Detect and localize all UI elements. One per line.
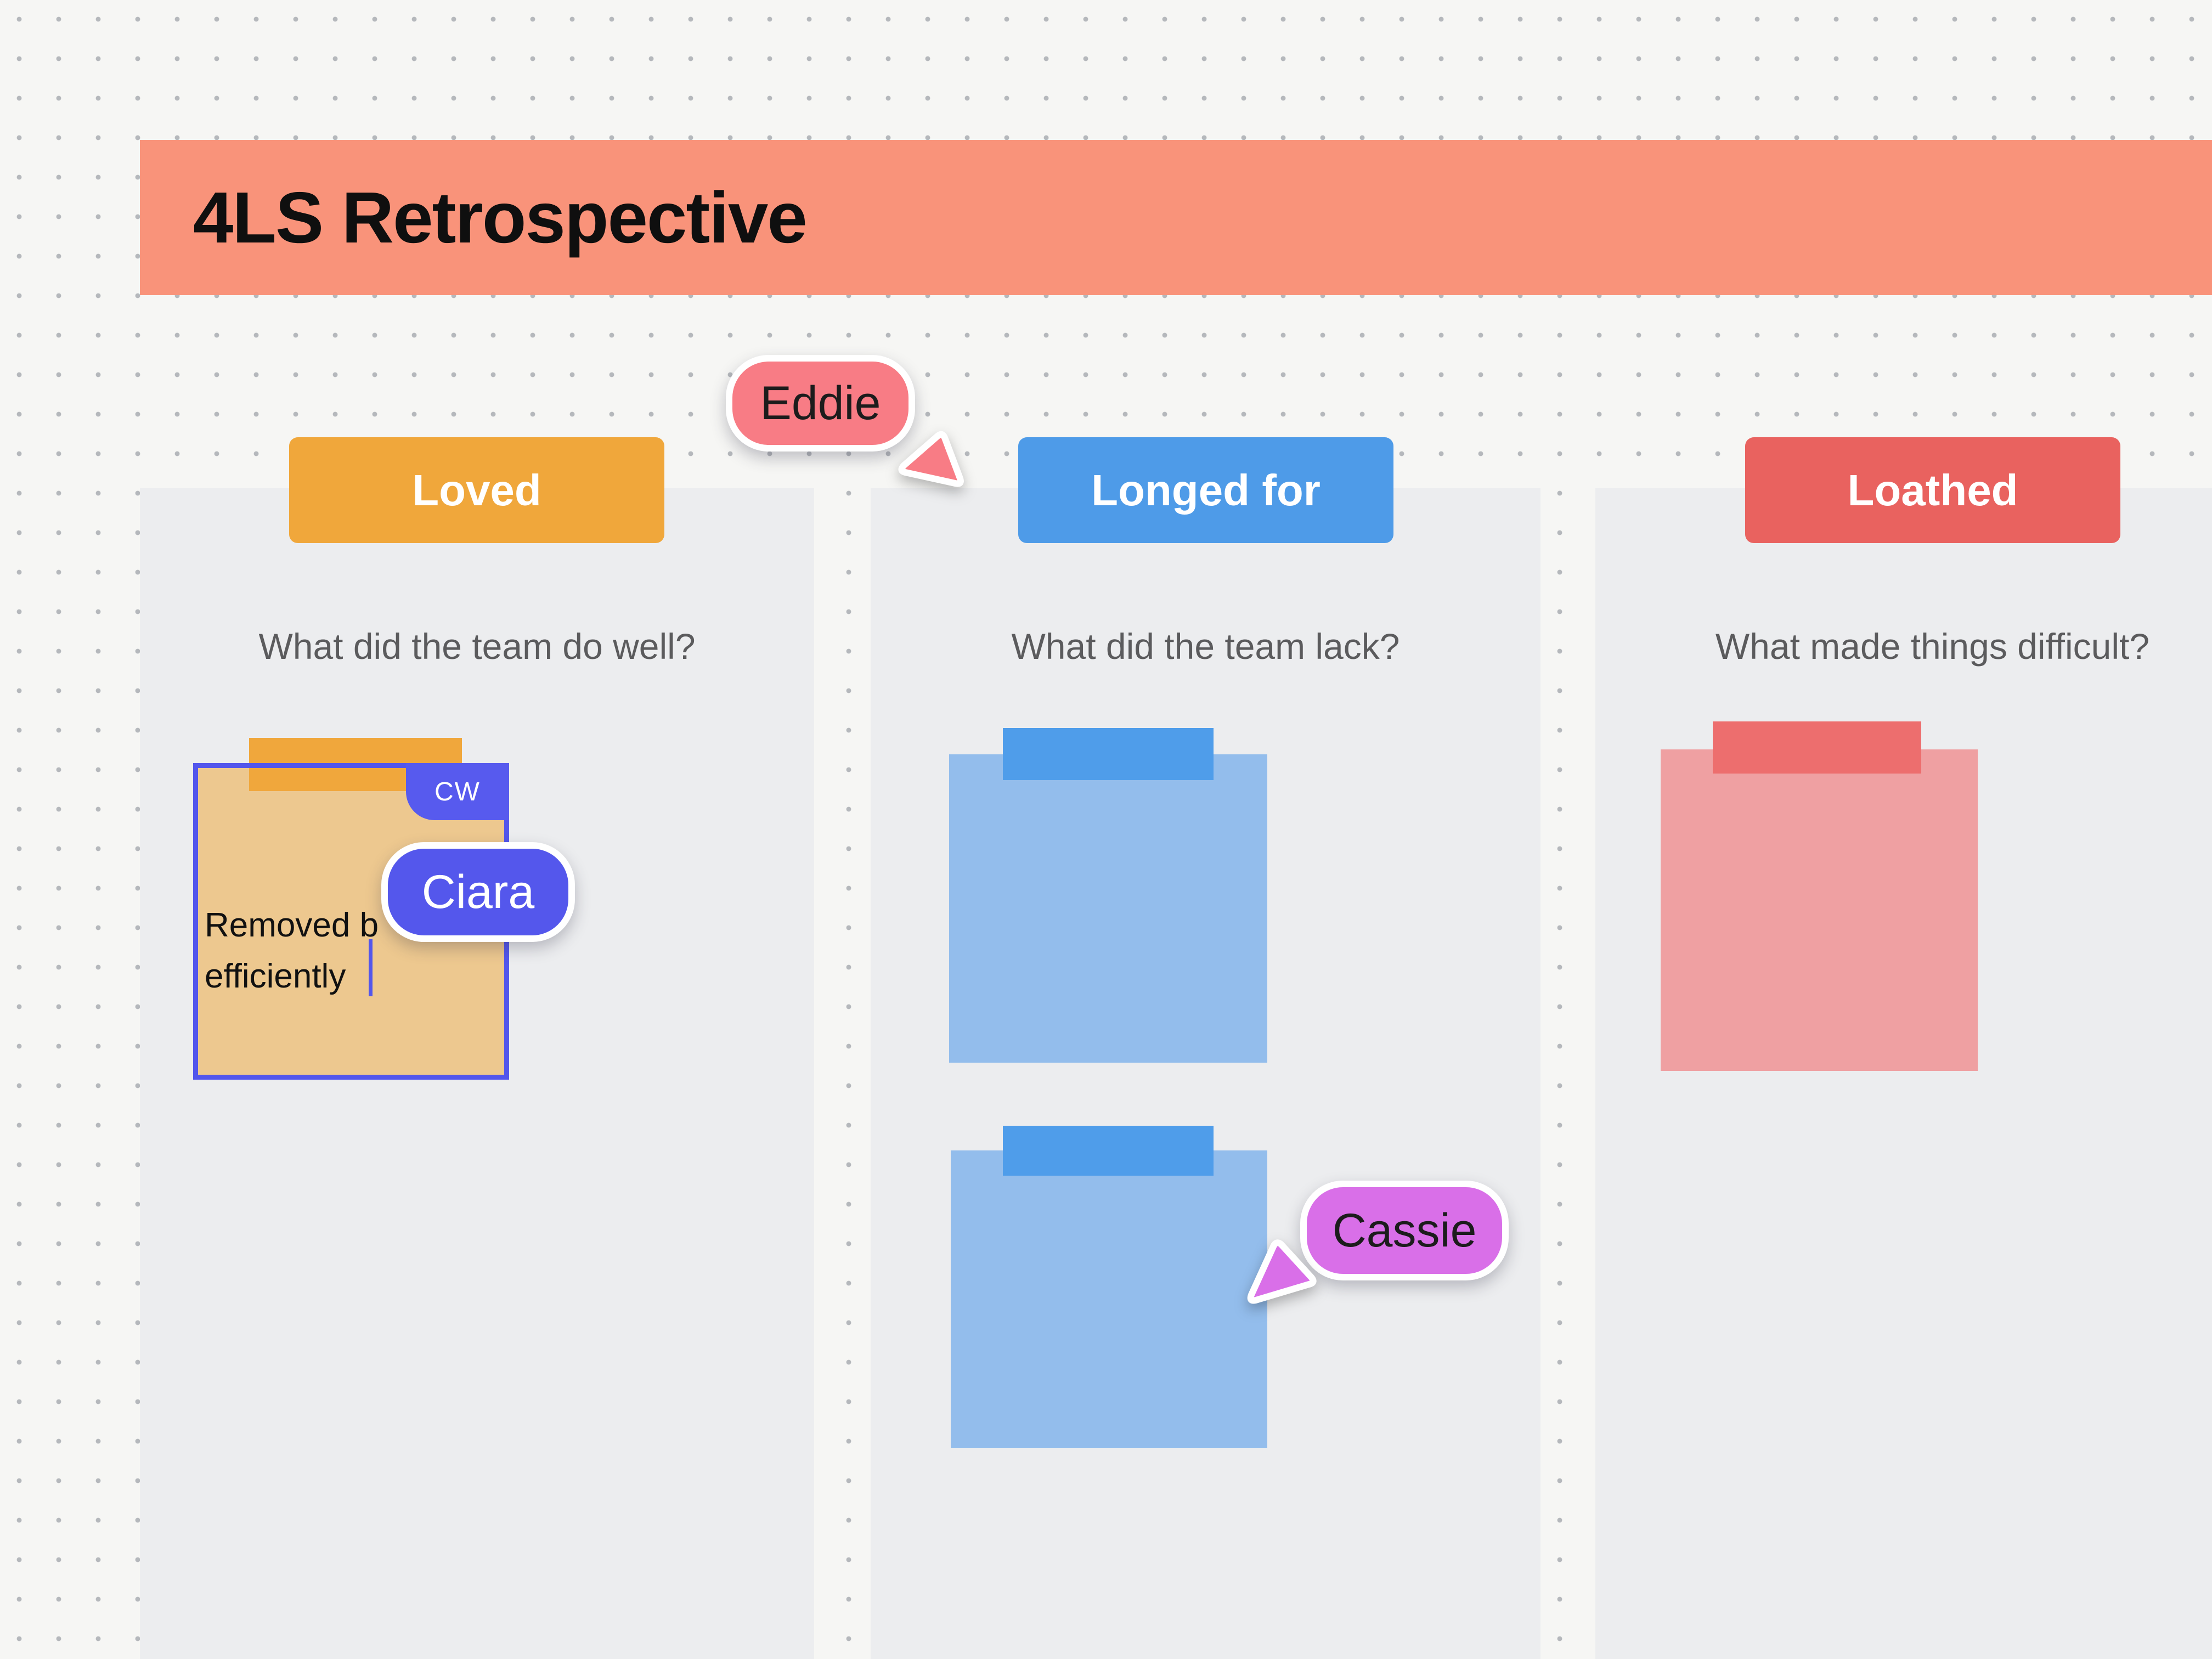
question-text: What did the team do well?	[258, 626, 696, 667]
sticky-note-longed-for-1[interactable]	[949, 754, 1267, 1063]
collaborator-name: Eddie	[760, 376, 881, 430]
column-question-loved[interactable]: What did the team do well?	[140, 625, 814, 675]
text-caret	[369, 939, 373, 996]
column-header-loved[interactable]: Loved	[289, 437, 664, 543]
column-header-longed-for[interactable]: Longed for	[1018, 437, 1393, 543]
sticky-note-tab	[1003, 1126, 1214, 1176]
sticky-note-tab	[1003, 728, 1214, 780]
column-question-longed-for[interactable]: What did the team lack?	[871, 625, 1541, 675]
selection-user-badge: CW	[406, 763, 509, 820]
column-header-loathed[interactable]: Loathed	[1745, 437, 2120, 543]
collaborator-cursor-cassie-icon	[1241, 1234, 1323, 1311]
column-panel-longed-for	[871, 488, 1541, 1659]
note-text-line-2: efficiently	[205, 957, 346, 995]
column-header-label: Longed for	[1091, 465, 1321, 515]
collaborator-tag-ciara: Ciara	[381, 842, 575, 942]
collaborator-tag-eddie: Eddie	[726, 355, 915, 452]
question-text: What did the team lack?	[1011, 626, 1400, 667]
sticky-note-tab	[1713, 721, 1921, 774]
note-text-line-1: Removed b	[205, 906, 379, 944]
collaborator-cursor-eddie-icon	[893, 427, 975, 498]
collaborator-name: Cassie	[1332, 1204, 1477, 1257]
question-text: What made things difficult?	[1715, 626, 2150, 667]
column-header-label: Loathed	[1847, 465, 2018, 515]
sticky-note-longed-for-2[interactable]	[951, 1150, 1267, 1448]
collaborator-name: Ciara	[421, 865, 535, 918]
collaborator-tag-cassie: Cassie	[1300, 1181, 1509, 1280]
sticky-note-loathed[interactable]	[1661, 749, 1978, 1071]
column-header-label: Loved	[412, 465, 541, 515]
column-panel-loathed	[1595, 488, 2212, 1659]
sticky-note-text[interactable]: Removed b efficiently	[205, 900, 379, 1002]
board-title: 4LS Retrospective	[193, 177, 808, 258]
title-banner[interactable]: 4LS Retrospective	[140, 140, 2212, 295]
column-question-loathed[interactable]: What made things difficult?	[1595, 625, 2212, 675]
